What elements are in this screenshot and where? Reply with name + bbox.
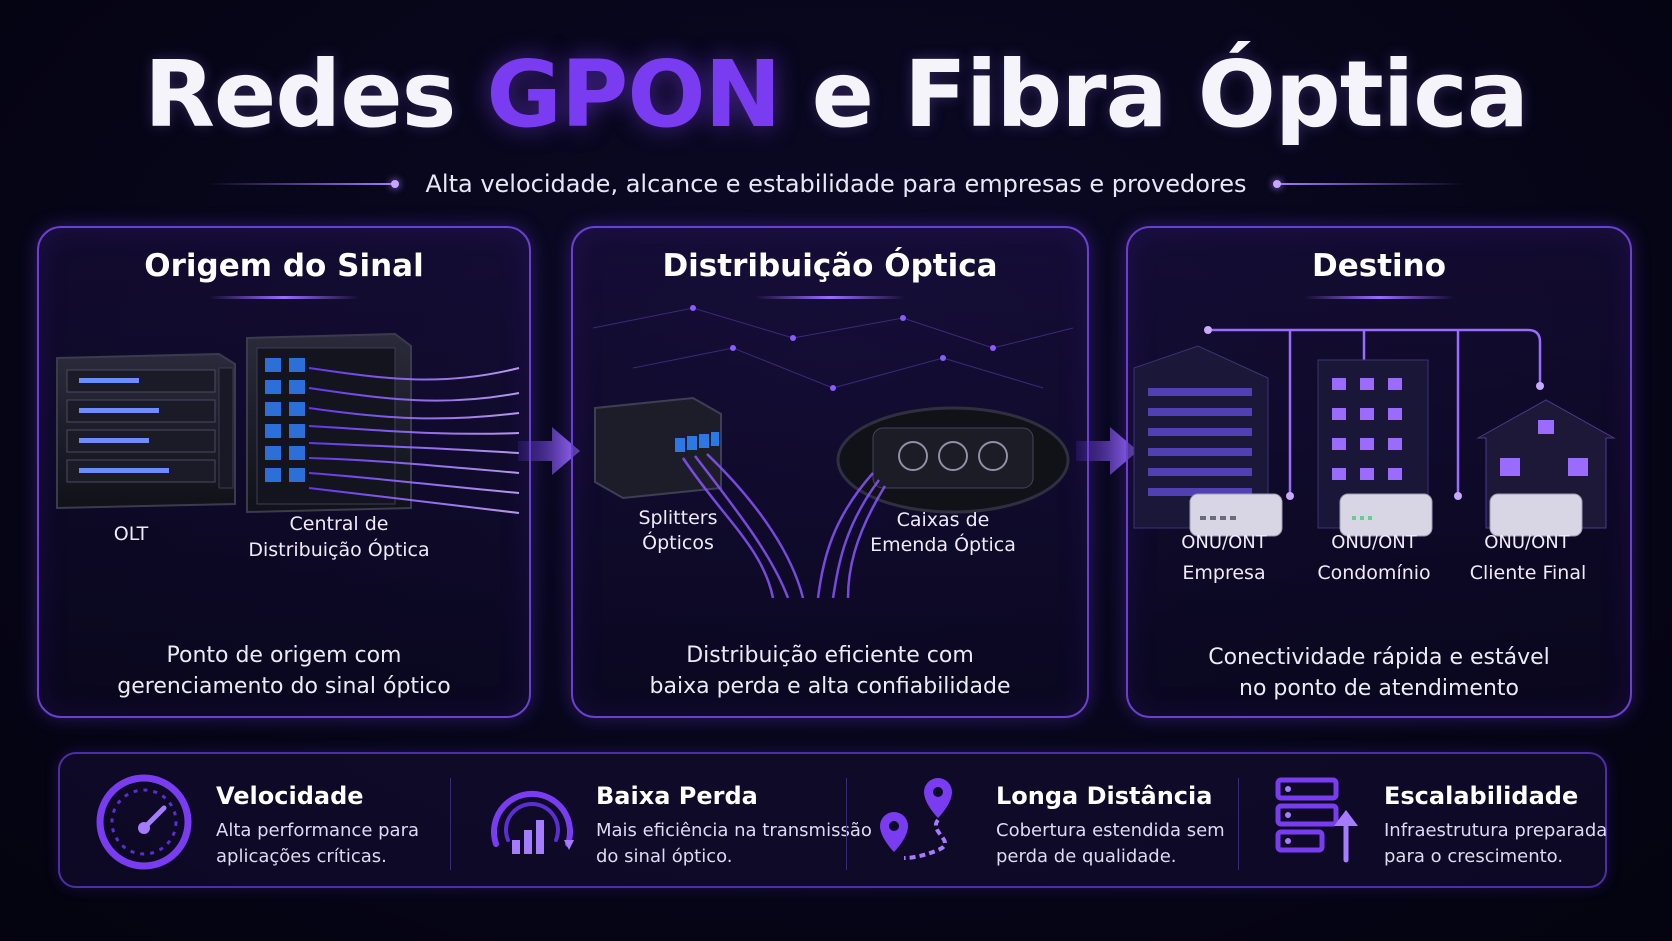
olt-rack xyxy=(56,352,236,510)
route-pin-icon xyxy=(880,778,952,860)
feature-desc-2: aplicações críticas. xyxy=(216,846,387,867)
distribution-illustration xyxy=(592,305,1074,598)
fiber-bundle xyxy=(308,367,520,514)
origin-desc-1: Ponto de origem com xyxy=(166,643,402,668)
feature-title: Escalabilidade xyxy=(1384,782,1579,810)
condominio-label: Condomínio xyxy=(1317,562,1431,584)
central-label-2: Distribuição Óptica xyxy=(248,539,430,561)
olt-label: OLT xyxy=(113,523,149,545)
page-title: Redes GPON e Fibra Óptica xyxy=(0,40,1672,150)
feature-desc-1: Infraestrutura preparada xyxy=(1384,820,1608,841)
empresa-label: Empresa xyxy=(1182,562,1266,584)
panel-distribution: Distribuição Óptica xyxy=(571,226,1089,718)
panel-origin: Origem do Sinal xyxy=(37,226,531,718)
panel-destination: Destino xyxy=(1126,226,1632,718)
fiber-paths xyxy=(681,453,887,598)
central-label-1: Central de xyxy=(289,513,389,535)
speedometer-icon xyxy=(96,774,192,870)
panel-origin-title: Origem do Sinal xyxy=(144,248,424,284)
feature-title: Longa Distância xyxy=(996,782,1213,810)
origin-desc-2: gerenciamento do sinal óptico xyxy=(117,674,451,699)
feature-divider xyxy=(846,778,847,870)
splitters-label-1: Splitters xyxy=(638,507,718,529)
central-cabinet xyxy=(246,332,412,514)
office-building xyxy=(1133,345,1269,529)
onu-device-cliente xyxy=(1489,493,1583,537)
subtitle: Alta velocidade, alcance e estabilidade … xyxy=(425,170,1247,198)
subtitle-line-right xyxy=(1272,180,1465,188)
onu-device-condominio xyxy=(1339,493,1433,537)
splitters-label-2: Ópticos xyxy=(642,532,714,554)
destination-desc-2: no ponto de atendimento xyxy=(1239,676,1519,701)
origin-illustration xyxy=(56,332,520,514)
destination-desc-1: Conectividade rápida e estável xyxy=(1208,645,1550,670)
feature-title: Velocidade xyxy=(216,782,364,810)
onu-label-condominio: ONU/ONT xyxy=(1331,532,1417,553)
panel-underline xyxy=(209,296,359,299)
distribution-desc-1: Distribuição eficiente com xyxy=(686,643,974,668)
feature-desc-1: Cobertura estendida sem xyxy=(996,820,1225,841)
splice-closure xyxy=(836,406,1070,514)
features-bar: Velocidade Alta performance para aplicaç… xyxy=(58,752,1607,888)
subtitle-line-left xyxy=(207,180,400,188)
onu-label-cliente: ONU/ONT xyxy=(1484,532,1570,553)
network-map xyxy=(592,307,1074,389)
flow-arrow-1 xyxy=(518,427,580,475)
panel-underline xyxy=(755,296,905,299)
onu-device-empresa xyxy=(1189,493,1283,537)
panel-destination-title: Destino xyxy=(1311,248,1447,284)
onu-label-empresa: ONU/ONT xyxy=(1181,532,1267,553)
panel-distribution-title: Distribuição Óptica xyxy=(662,248,998,284)
feature-desc-2: do sinal óptico. xyxy=(596,846,733,867)
feature-desc-2: para o crescimento. xyxy=(1384,846,1564,867)
panel-underline xyxy=(1304,296,1454,299)
caixas-label-2: Emenda Óptica xyxy=(870,534,1016,556)
flow-arrow-2 xyxy=(1076,427,1138,475)
feature-desc-1: Alta performance para xyxy=(216,820,420,841)
title-part-1: Redes xyxy=(144,41,456,148)
feature-desc-1: Mais eficiência na transmissão xyxy=(596,820,872,841)
server-stack-icon xyxy=(1275,777,1358,863)
destination-illustration xyxy=(1133,326,1616,537)
title-part-2: e Fibra Óptica xyxy=(811,41,1529,148)
feature-desc-2: perda de qualidade. xyxy=(996,846,1177,867)
feature-divider xyxy=(1238,778,1239,870)
cliente-final-label: Cliente Final xyxy=(1469,562,1587,584)
subtitle-row: Alta velocidade, alcance e estabilidade … xyxy=(0,168,1672,200)
feature-title: Baixa Perda xyxy=(596,782,758,810)
distribution-desc-2: baixa perda e alta confiabilidade xyxy=(649,674,1011,699)
signal-icon xyxy=(491,790,574,854)
title-accent: GPON xyxy=(486,41,781,148)
caixas-label-1: Caixas de xyxy=(896,509,990,531)
feature-divider xyxy=(450,778,451,870)
